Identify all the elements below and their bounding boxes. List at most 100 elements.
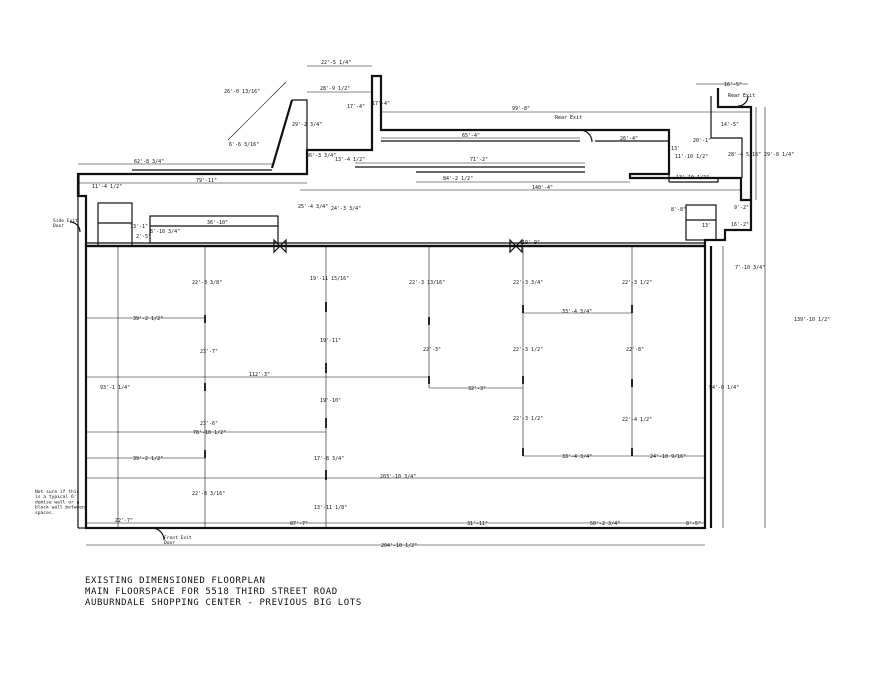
dim: 22'-3 1/2" xyxy=(622,280,652,286)
dim: 2'-5" xyxy=(136,234,151,240)
rear-exit-door-swing-2 xyxy=(737,95,749,107)
title-line-2: MAIN FLOORSPACE FOR 5518 THIRD STREET RO… xyxy=(85,587,338,597)
dim: 19'-11 15/16" xyxy=(310,276,349,282)
dim: 13'-4 1/2" xyxy=(335,157,365,163)
dim: 65'-4" xyxy=(462,133,480,139)
dim: 24'-10 9/16" xyxy=(650,454,686,460)
dim: 93'-1 1/4" xyxy=(100,385,130,391)
rear-exit-door-swing xyxy=(579,129,593,143)
title-line-3: AUBURNDALE SHOPPING CENTER - PREVIOUS BI… xyxy=(85,598,362,608)
walls xyxy=(76,74,753,530)
dim: 22'-8" xyxy=(626,347,644,353)
dim: 62'-8 3/4" xyxy=(134,159,164,165)
dim: 78'-10 1/2" xyxy=(193,430,226,436)
dim: 14'-5" xyxy=(721,122,739,128)
dim: 112'-3" xyxy=(249,372,270,378)
dim: 19'-10" xyxy=(320,398,341,404)
double-door-left xyxy=(273,238,287,254)
dim: 8'-8" xyxy=(671,207,686,213)
dim: 16'-5" xyxy=(724,82,742,88)
dim: 28'-9 1/2" xyxy=(320,86,350,92)
dim: 22'-8 3/16" xyxy=(192,491,225,497)
dim: 204'-10 1/2" xyxy=(381,543,417,549)
dim: 23'-7" xyxy=(200,349,218,355)
label-line: demise wall or a xyxy=(35,499,79,505)
rear-exit-label: Rear Exit xyxy=(555,115,582,121)
dim: 84'-2 1/2" xyxy=(443,176,473,182)
dim: 39'-2 1/2" xyxy=(133,456,163,462)
dim: 36'-3 3/4" xyxy=(306,153,336,159)
dim: 8'-5" xyxy=(686,521,701,527)
side-exit-door-swing xyxy=(69,221,81,233)
dim: 19'-11" xyxy=(320,338,341,344)
dim: 17'-8 3/4" xyxy=(314,456,344,462)
dim: 13' xyxy=(702,223,711,229)
label-line: Door xyxy=(164,540,175,546)
dim: 24'-3 3/4" xyxy=(331,206,361,212)
dim: 33'-4 3/4" xyxy=(562,454,592,460)
dim: 36'-10" xyxy=(207,220,228,226)
dim: 22'-7" xyxy=(115,518,133,524)
dim: 7'-10 3/4" xyxy=(735,265,765,271)
dim: 16'-2" xyxy=(731,222,749,228)
title-block: EXISTING DIMENSIONED FLOORPLAN MAIN FLOO… xyxy=(85,576,362,608)
label-line: Front Exit xyxy=(164,535,192,541)
dim: 71'-2" xyxy=(470,157,488,163)
label-line: spaces. xyxy=(35,511,54,516)
dim: 13'-11 1/8" xyxy=(314,505,347,511)
dim: 203'-10 3/4" xyxy=(380,474,416,480)
dim: 13'-1" xyxy=(130,224,148,230)
label-line: block wall between xyxy=(35,505,85,511)
dim: 29'-2 3/4" xyxy=(292,122,322,128)
dim: 22'-3" xyxy=(423,347,441,353)
dimension-texts: 22'-5 1/4" 26'-0 13/16" 28'-9 1/2" 17'-4… xyxy=(92,60,830,549)
dim: 140'-4" xyxy=(532,185,553,191)
dim: 28'-4 5/16" xyxy=(728,152,761,158)
title-line-1: EXISTING DIMENSIONED FLOORPLAN xyxy=(85,576,266,586)
rear-exit-label-2: Rear Exit xyxy=(728,93,755,99)
dim: 13' xyxy=(671,146,680,152)
dim: 31'-11" xyxy=(467,521,488,527)
dim: 11'-4 1/2" xyxy=(92,184,122,190)
front-exit-door-swing xyxy=(151,527,165,541)
dim: 23'-6" xyxy=(200,421,218,427)
dim: 6'-6 3/16" xyxy=(229,142,259,148)
sales-floor-wall xyxy=(84,244,707,530)
dim: 25'-4 3/4" xyxy=(298,204,328,210)
dim: 22'-3 3/4" xyxy=(513,280,543,286)
label-line: Not sure if this xyxy=(35,489,79,495)
dim: 11'-10 1/2" xyxy=(675,154,708,160)
dim: 9'-2" xyxy=(734,205,749,211)
dim: 29'-8 1/4" xyxy=(764,152,794,158)
dim: 22'-5 1/4" xyxy=(321,60,351,66)
dim: 50'-2 3/4" xyxy=(590,521,620,527)
dim: 22'-3 1/2" xyxy=(513,347,543,353)
dim: 99'-8" xyxy=(512,106,530,112)
dim: 17'-4" xyxy=(372,101,390,107)
dim: 32'-3" xyxy=(468,386,486,392)
dim: 94'-0 1/4" xyxy=(709,385,739,391)
dim: 17'-4" xyxy=(347,104,365,110)
label-line: is a typical 6' xyxy=(35,494,77,500)
dim: 26'-0 13/16" xyxy=(224,89,260,95)
dim: 79'-11" xyxy=(196,178,217,184)
double-door-right xyxy=(509,238,523,254)
dim: 39'-2 1/2" xyxy=(133,316,163,322)
dim: 139'-10 1/2" xyxy=(794,317,830,323)
dim: 8'-10 3/4" xyxy=(150,229,180,235)
dim: 22'-3 1/2" xyxy=(513,416,543,422)
dim: 33'-4 3/4" xyxy=(562,309,592,315)
dim: 22'-3 3/8" xyxy=(192,280,222,286)
dim: 13'-10 1/2" xyxy=(676,175,709,181)
dim: 26'-4" xyxy=(620,136,638,142)
dimension-lines xyxy=(78,65,766,546)
label-line: Side Exit xyxy=(53,218,78,224)
dim: 19'-9" xyxy=(522,240,540,246)
doors xyxy=(69,95,749,541)
